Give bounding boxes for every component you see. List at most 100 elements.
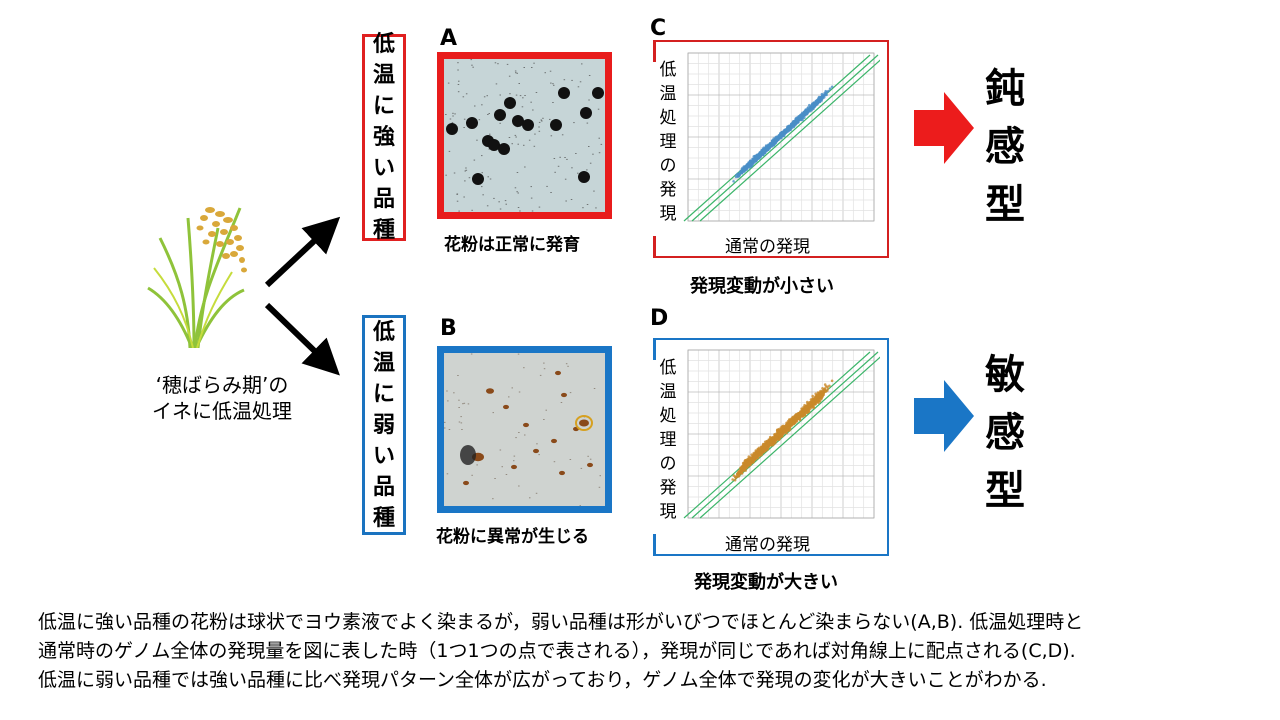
plant-caption-line1: ‘穂ばらみ期’の <box>155 373 289 397</box>
verdict-strong-char: 鈍 <box>985 66 1025 112</box>
weak-label-char: 弱 <box>372 412 395 438</box>
plot-d-frame <box>653 338 889 556</box>
plot-c-frame-tick-top <box>653 40 656 62</box>
plot-grid <box>687 349 875 519</box>
pollen-grain-round <box>592 87 604 99</box>
plant-caption: ‘穂ばらみ期’の イネに低温処理 <box>132 372 312 424</box>
verdict-weak-char: 感 <box>985 410 1025 456</box>
plot-grid <box>687 52 875 222</box>
plot-c-summary: 発現変動が小さい <box>690 276 834 297</box>
plot-c-ylabel-char: 低 <box>659 60 677 80</box>
plot-c-ylabel-char: 理 <box>659 132 677 152</box>
plot-d-ylabel-char: 発 <box>659 478 677 498</box>
pollen-grain-irregular <box>579 419 589 427</box>
red-arrow-icon <box>914 92 974 164</box>
plot-d-ylabel: 低温処理の発現 <box>657 356 679 524</box>
branch-arrows <box>264 216 341 376</box>
verdict-strong-char: 型 <box>985 182 1025 228</box>
pollen-grain-round <box>512 115 524 127</box>
weak-label-char: い <box>372 443 395 469</box>
rice-plant-illustration <box>147 207 247 348</box>
scatter-points <box>731 379 834 482</box>
plot-c-frame-tick-bottom <box>653 236 656 258</box>
plot-c-ylabel-char: 発 <box>659 180 677 200</box>
plot-c-xlabel: 通常の発現 <box>725 237 810 257</box>
verdict-strong-char: 感 <box>985 124 1025 170</box>
pollen-grain-irregular <box>503 404 509 410</box>
plot-c-ylabel-char: の <box>659 156 677 176</box>
plot-d-xlabel: 通常の発現 <box>725 535 810 555</box>
pollen-grain-irregular <box>561 392 567 398</box>
plot-c-ylabel: 低温処理の発現 <box>657 58 679 226</box>
plot-d-summary: 発現変動が大きい <box>694 572 838 593</box>
pollen-specks <box>445 59 603 212</box>
plot-d-ylabel-char: 現 <box>659 502 677 522</box>
strong-label-char: に <box>372 94 395 119</box>
pollen-photo-normal <box>437 52 612 219</box>
panel-letter-b: B <box>440 316 457 341</box>
pollen-grain-round <box>488 139 500 151</box>
strong-label-char: 低 <box>372 32 395 57</box>
weak-label-char: 温 <box>372 350 395 376</box>
arrow-to-weak <box>264 302 340 376</box>
panel-letter-a: A <box>440 26 458 51</box>
pollen-grain-dark <box>460 445 476 465</box>
verdict-insensitive: 鈍感型 <box>980 60 1030 234</box>
weak-label-char: 低 <box>372 319 395 345</box>
blue-arrow-icon <box>914 380 974 452</box>
plot-d-ylabel-char: 低 <box>659 358 677 378</box>
arrow-to-strong <box>264 216 341 288</box>
pollen-grain-irregular <box>551 438 557 444</box>
pollen-grain-round <box>472 173 484 185</box>
pollen-grain-round <box>522 119 534 131</box>
scatter-points <box>732 85 834 183</box>
plot-d-ylabel-char: 理 <box>659 430 677 450</box>
weak-label-char: 種 <box>372 505 395 531</box>
weak-label-char: に <box>372 381 395 407</box>
scatter-plot-c <box>683 52 880 222</box>
pollen-grain-round <box>578 171 590 183</box>
pollen-grain-irregular <box>533 448 539 454</box>
plot-c-ylabel-char: 処 <box>659 108 677 128</box>
photo-caption-a: 花粉は正常に発育 <box>444 235 580 255</box>
strong-label-char: 品 <box>372 187 395 212</box>
pollen-grain-round <box>498 143 510 155</box>
plot-d-ylabel-char: の <box>659 454 677 474</box>
description-line-2: 通常時のゲノム全体の発現量を図に表した時（1つ1つの点で表される），発現が同じで… <box>38 640 1076 662</box>
strong-label-char: 種 <box>372 218 395 243</box>
panel-letter-d: D <box>650 306 669 331</box>
scatter-plot-d <box>683 349 880 519</box>
plot-c-ylabel-char: 現 <box>659 204 677 224</box>
plot-c-ylabel-char: 温 <box>659 84 677 104</box>
plot-d-frame-tick-bottom <box>653 534 656 556</box>
weak-variety-label: 低温に弱い品種 <box>362 315 406 535</box>
pollen-grain-irregular <box>555 370 561 376</box>
pollen-grain-round <box>494 109 506 121</box>
pollen-grain-round <box>504 97 516 109</box>
description-line-3: 低温に弱い品種では強い品種に比べ発現パターン全体が広がっており，ゲノム全体で発現… <box>38 669 1047 691</box>
plant-caption-line2: イネに低温処理 <box>152 399 292 423</box>
plot-d-ylabel-char: 処 <box>659 406 677 426</box>
pollen-grain-irregular <box>559 470 565 476</box>
pollen-grain-halo <box>575 415 593 431</box>
pollen-grain-round <box>446 123 458 135</box>
strong-label-char: 強 <box>372 125 395 150</box>
verdict-weak-char: 型 <box>985 468 1025 514</box>
verdict-sensitive: 敏感型 <box>980 346 1030 520</box>
plot-d-frame-tick-top <box>653 338 656 360</box>
pollen-specks <box>444 353 601 506</box>
description-line-1: 低温に強い品種の花粉は球状でヨウ素液でよく染まるが，弱い品種は形がいびつでほとん… <box>38 611 1084 633</box>
photo-caption-b: 花粉に異常が生じる <box>436 527 589 547</box>
pollen-grain-irregular <box>511 464 517 470</box>
verdict-weak-char: 敏 <box>985 352 1025 398</box>
pollen-grain-round <box>550 119 562 131</box>
pollen-grain-round <box>580 107 592 119</box>
pollen-grain-irregular <box>486 388 494 394</box>
pollen-grain-irregular <box>463 480 469 486</box>
strong-label-char: い <box>372 156 395 181</box>
panel-letter-c: C <box>650 16 667 41</box>
pollen-grain-round <box>466 117 478 129</box>
strong-label-char: 温 <box>372 63 395 88</box>
plot-d-ylabel-char: 温 <box>659 382 677 402</box>
plot-c-frame <box>653 40 889 258</box>
